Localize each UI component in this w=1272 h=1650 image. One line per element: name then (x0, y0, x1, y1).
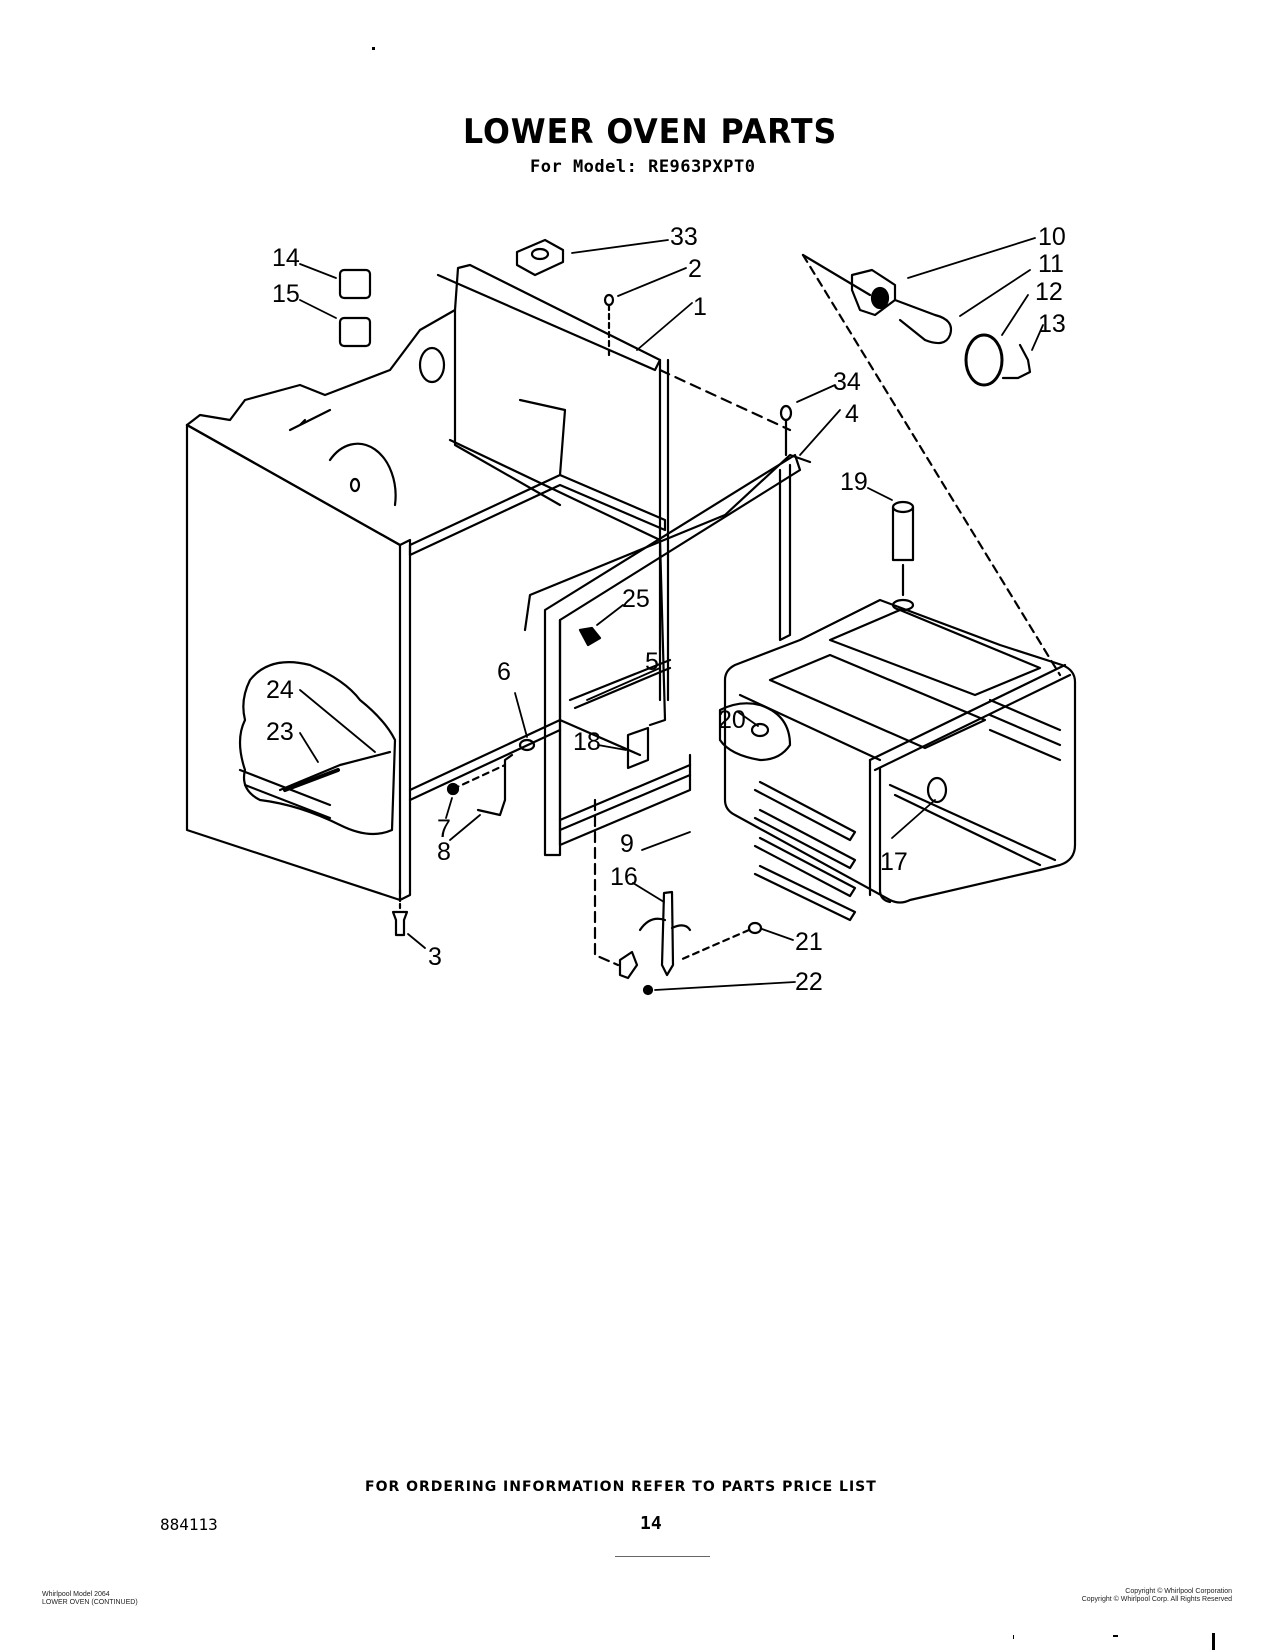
callout-7: 7 (437, 815, 451, 843)
footer-left-line-1: Whirlpool Model 2064 (42, 1591, 110, 1598)
callout-12: 12 (1035, 278, 1063, 306)
callout-34: 34 (833, 368, 861, 396)
scan-artifact (1113, 1635, 1118, 1637)
callout-33: 33 (670, 223, 698, 251)
copyright-line-1: Copyright © Whirlpool Corporation (1125, 1588, 1232, 1595)
scan-artifact (1212, 1633, 1215, 1650)
callout-6: 6 (497, 658, 511, 686)
callout-23: 23 (266, 718, 294, 746)
oven-light-assembly (801, 253, 1062, 677)
small-parts (338, 238, 793, 996)
sensor-tube (891, 500, 915, 612)
callout-24: 24 (266, 676, 294, 704)
callout-25: 25 (622, 585, 650, 613)
scan-artifact (372, 47, 375, 50)
callout-18: 18 (573, 728, 601, 756)
callout-1: 1 (693, 293, 707, 321)
leader-lines (299, 237, 1044, 991)
callout-21: 21 (795, 928, 823, 956)
cabinet-back-frame (408, 308, 812, 802)
callout-13: 13 (1038, 310, 1066, 338)
callout-22: 22 (795, 968, 823, 996)
callout-8: 8 (437, 838, 451, 866)
footer-left-line-2: LOWER OVEN (CONTINUED) (42, 1599, 138, 1606)
callout-16: 16 (610, 863, 638, 891)
callout-3: 3 (428, 943, 442, 971)
footer-left: Whirlpool Model 2064 LOWER OVEN (CONTINU… (42, 1591, 138, 1607)
callout-19: 19 (840, 468, 868, 496)
scan-artifact (615, 1556, 710, 1557)
callout-5: 5 (645, 648, 659, 676)
page-number: 14 (640, 1513, 662, 1534)
callout-17: 17 (880, 848, 908, 876)
callout-10: 10 (1038, 223, 1066, 251)
model-subtitle: For Model: RE963PXPT0 (530, 157, 756, 177)
copyright-notice: Copyright © Whirlpool Corporation Copyri… (1082, 1588, 1232, 1604)
oven-liner (718, 598, 1077, 922)
callout-15: 15 (272, 280, 300, 308)
ordering-info-note: FOR ORDERING INFORMATION REFER TO PARTS … (365, 1479, 877, 1495)
callout-14: 14 (272, 244, 300, 272)
scan-artifact (1013, 1635, 1014, 1639)
callout-2: 2 (688, 255, 702, 283)
copyright-line-2: Copyright © Whirlpool Corp. All Rights R… (1081, 1596, 1232, 1603)
callout-20: 20 (718, 706, 746, 734)
page-title: LOWER OVEN PARTS (463, 112, 838, 152)
document-number: 884113 (160, 1515, 218, 1534)
front-frame (543, 453, 802, 857)
callout-9: 9 (620, 830, 634, 858)
callout-4: 4 (845, 400, 859, 428)
callout-11: 11 (1038, 250, 1064, 278)
